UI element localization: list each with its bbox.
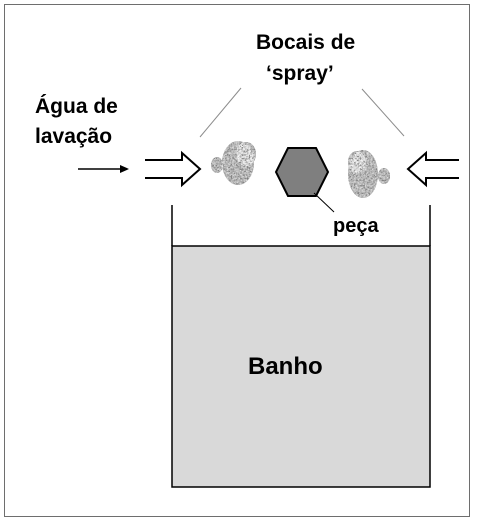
- wash-water-label-line2: lavação: [35, 125, 113, 148]
- nozzle-leader-right: [361, 88, 405, 137]
- spray-right: [348, 150, 390, 198]
- nozzle-leader-left: [199, 87, 242, 138]
- piece-leader: [313, 192, 335, 213]
- bath-tank: [171, 245, 431, 488]
- wash-water-arrow: [78, 165, 129, 173]
- nozzles-label-line1: Bocais de: [256, 31, 356, 54]
- piece-label: peça: [333, 215, 379, 237]
- bath-label: Banho: [248, 353, 323, 380]
- right-outline-arrow: [406, 150, 459, 188]
- piece-hexagon: [274, 147, 330, 197]
- spray-left: [211, 141, 256, 185]
- nozzles-label-line2: ‘spray’: [266, 62, 334, 85]
- wash-water-label-line1: Água de: [35, 95, 118, 118]
- left-outline-arrow: [145, 150, 202, 188]
